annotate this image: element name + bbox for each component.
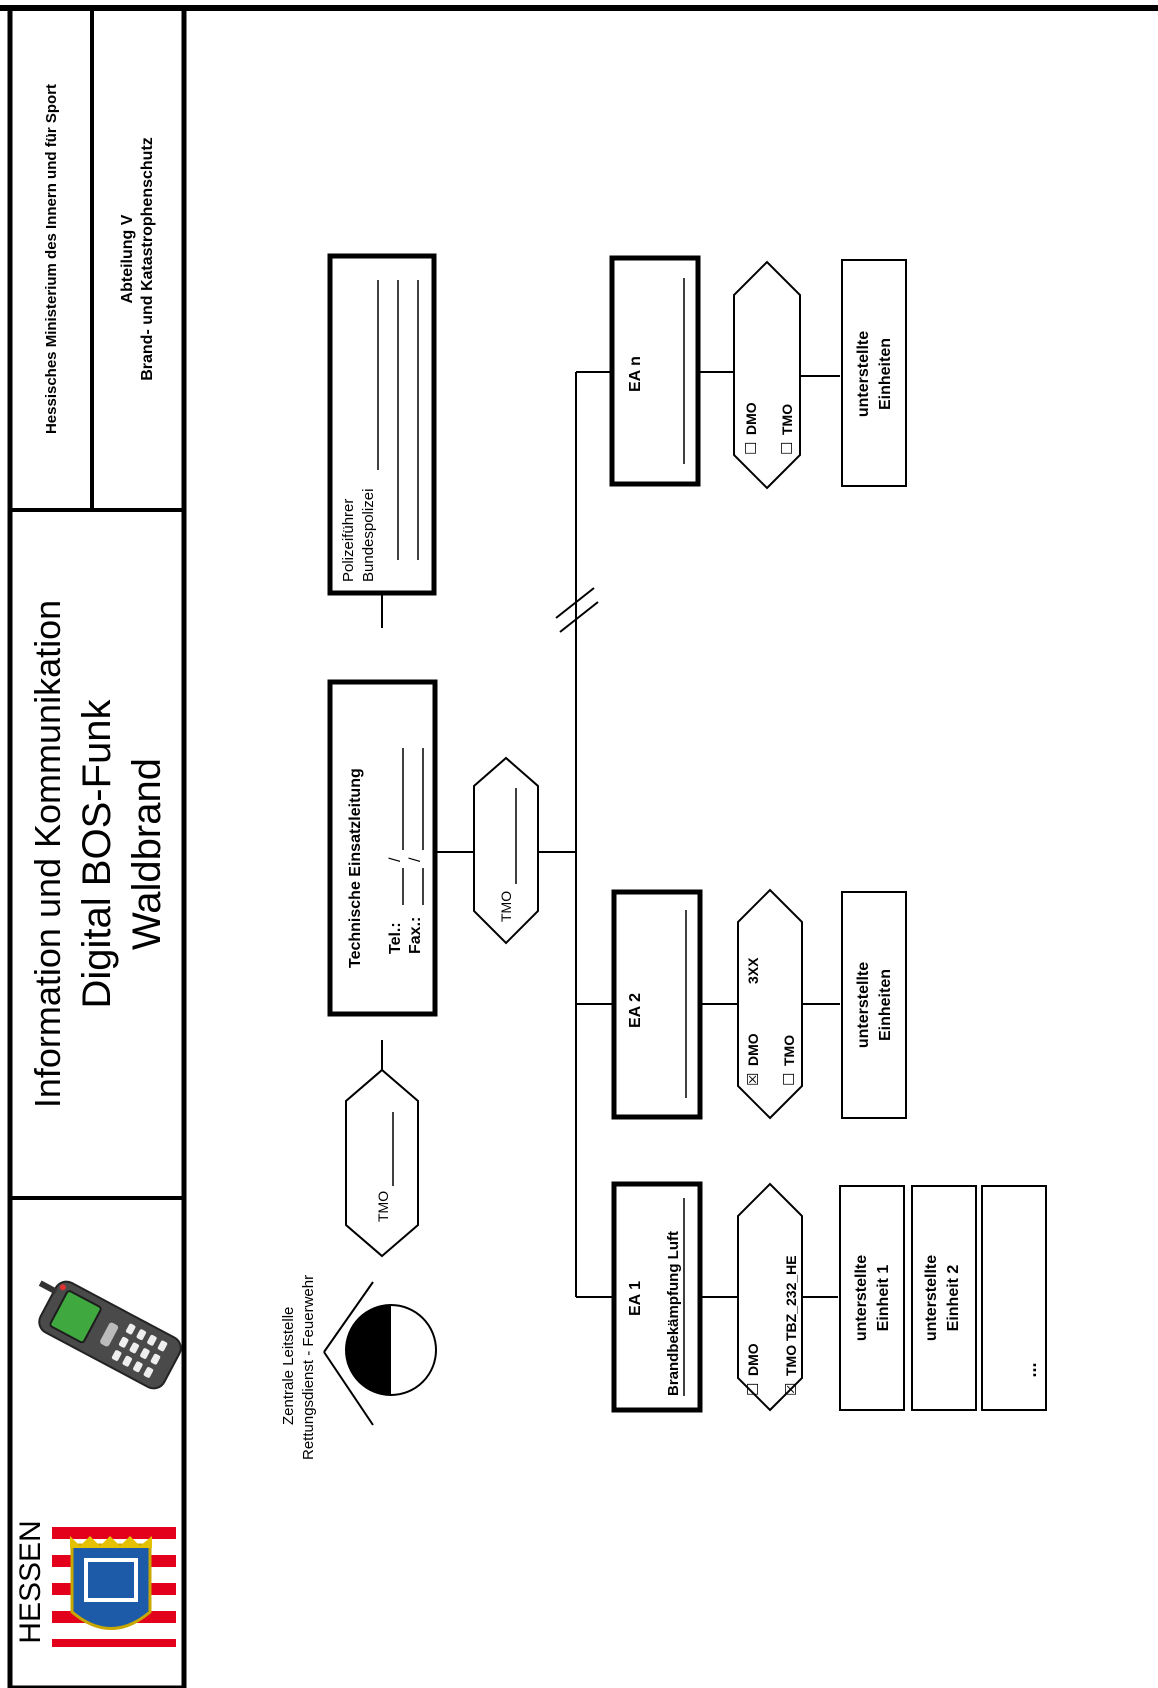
ea1-unit-3-label: ... (1020, 1362, 1040, 1377)
ea2-units-line-1: unterstellte (855, 962, 872, 1048)
break-mark-2 (559, 601, 599, 633)
ean-box (609, 255, 701, 487)
ministry-text: Hessisches Ministerium des Innern und fü… (43, 84, 60, 434)
ean-units-line-1: unterstellte (855, 331, 872, 417)
ea2-units-line-2: Einheiten (877, 969, 894, 1041)
leitstelle-label-2: Rettungsdienst - Feuerwehr (300, 1275, 317, 1460)
ean-units-box (841, 259, 907, 487)
polizei-line-1: Polizeiführer (340, 499, 357, 582)
ea1-title: EA 1 (627, 1281, 644, 1316)
ea1-unit-2-label: unterstellte (923, 1255, 940, 1341)
hessen-logo-text: HESSEN (14, 1520, 47, 1643)
polizei-line-2: Bundespolizei (360, 489, 377, 582)
ea1-tmo-label: TMO TBZ_232_HE (783, 1255, 799, 1376)
fax-slash: / (407, 857, 424, 862)
ean-tmo-label: TMO (779, 404, 795, 435)
tmo-hexagon-2-label: TMO (498, 891, 514, 922)
technische-einsatzleitung-box (327, 679, 438, 1017)
ean-dmo-label: DMO (743, 402, 759, 435)
break-mark-1 (555, 587, 595, 619)
tel-fax-label: Fax.: (407, 917, 424, 954)
ea1-unit-3-box (981, 1185, 1047, 1411)
ean-title: EA n (627, 356, 644, 392)
tel-slash: / (387, 857, 404, 862)
ea2-dmo-checkbox[interactable]: ☒ (745, 1073, 762, 1086)
leitstelle-symbol (323, 1281, 437, 1426)
ea2-hexagon (737, 888, 803, 1120)
ea2-tmo-label: TMO (781, 1035, 797, 1066)
hessen-flag-logo (52, 1527, 176, 1647)
ea2-title: EA 2 (627, 993, 644, 1028)
ean-units-line-2: Einheiten (877, 338, 894, 410)
ea2-tmo-checkbox[interactable]: ☐ (781, 1073, 798, 1086)
title-line-2: Digital BOS-Funk (75, 699, 119, 1009)
ea1-dmo-label: DMO (745, 1343, 761, 1376)
ean-dmo-checkbox[interactable]: ☐ (743, 442, 760, 455)
ea1-dmo-checkbox[interactable]: ☐ (745, 1383, 762, 1396)
header-frame (7, 5, 187, 1688)
title-line-1: Information und Kommunikation (27, 600, 68, 1108)
leitstelle-label-1: Zentrale Leitstelle (280, 1307, 297, 1425)
tel-title: Technische Einsatzleitung (347, 768, 364, 968)
ea2-units-box (841, 891, 907, 1119)
tmo-hexagon-1-shape (345, 1068, 419, 1258)
department-line-1: Abteilung V (119, 214, 136, 303)
ea1-box (611, 1181, 703, 1413)
title-line-3: Waldbrand (125, 758, 169, 950)
department-line-2: Brand- und Katastrophenschutz (139, 137, 156, 381)
ea1-unit-2-line-2: Einheit 2 (945, 1265, 962, 1332)
ea1-unit-1-line-1: unterstellte (853, 1255, 870, 1341)
ean-hexagon (733, 260, 801, 490)
ea1-subtitle: Brandbekämpfung Luft (665, 1231, 682, 1396)
ea1-hexagon (737, 1182, 803, 1412)
ea2-code-label: 3XX (745, 957, 761, 984)
ean-tmo-checkbox[interactable]: ☐ (779, 442, 796, 455)
ea1-unit-1-label: Einheit 1 (875, 1265, 892, 1332)
polizei-box (327, 253, 437, 596)
ea1-unit-2-box (911, 1185, 977, 1411)
tmo-hexagon-1-label: TMO (375, 1191, 391, 1222)
ea1-unit-1-box (839, 1185, 905, 1411)
mobile-phone-icon (38, 1280, 182, 1390)
tel-tel-label: Tel.: (387, 922, 404, 954)
ea1-tmo-checkbox[interactable]: ☒ (783, 1383, 800, 1396)
ea2-dmo-label: DMO (745, 1033, 761, 1066)
tmo-hexagon-2 (473, 756, 539, 945)
